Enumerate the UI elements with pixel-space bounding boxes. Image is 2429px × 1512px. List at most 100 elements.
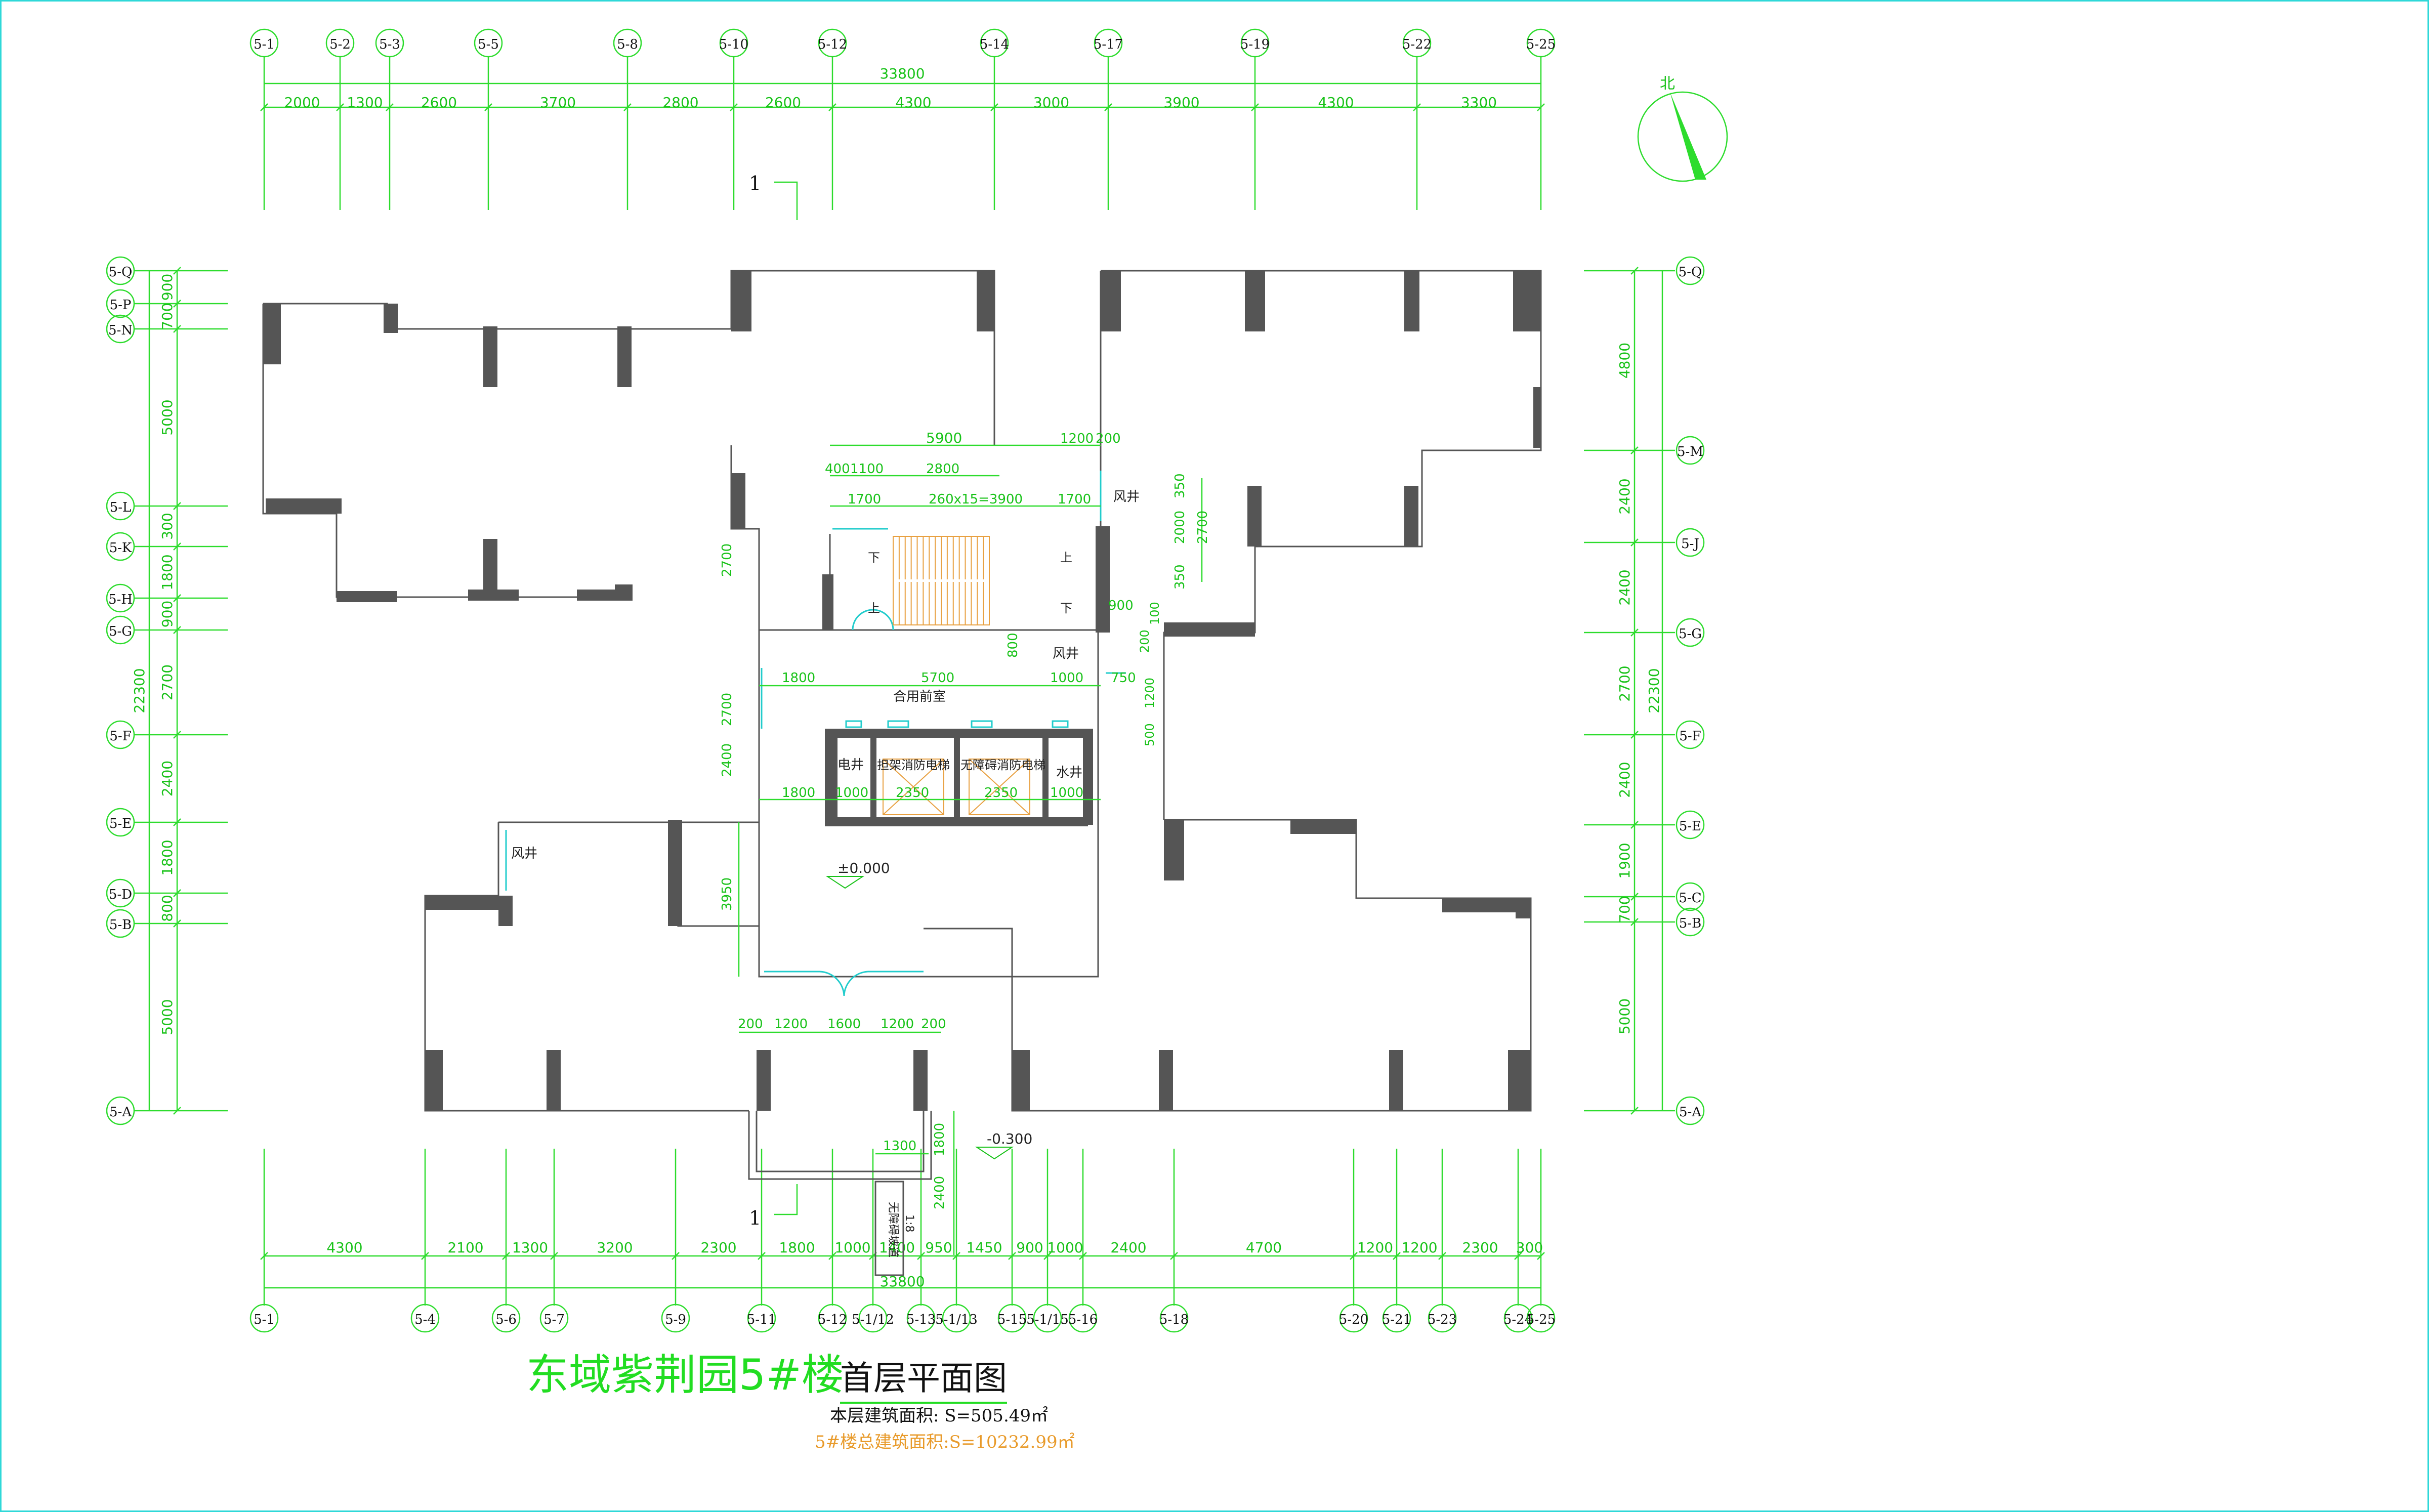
axis-top-5-1: 5-1: [249, 28, 279, 58]
axis-left-5-P: 5-P: [106, 289, 135, 318]
section-mark-top-label: 1: [749, 172, 761, 194]
room-vent-shaft-1: 风井: [1113, 489, 1140, 505]
dim-100: 100: [1148, 602, 1162, 625]
axis-left-5-K-label: 5-K: [109, 540, 132, 556]
dim-top-5: 2600: [765, 94, 801, 111]
dim-1700-right: 1700: [1058, 492, 1091, 507]
axis-left-5-G-label: 5-G: [109, 624, 132, 639]
room-shared-lobby: 合用前室: [893, 689, 946, 704]
dim-1000-c: 1000: [1050, 785, 1083, 801]
stair-up-label-2: 上: [1060, 551, 1072, 565]
axis-bottom-5-6: 5-6: [491, 1304, 521, 1333]
axis-top-5-5-label: 5-5: [478, 37, 499, 52]
level-ground: ±0.000: [837, 860, 890, 876]
dim-1100: 1100: [850, 461, 884, 477]
axis-bottom-5-9-label: 5-9: [665, 1312, 686, 1327]
stair-down-label: 下: [868, 551, 880, 565]
dim-b1200-b: 1200: [881, 1017, 914, 1032]
dim-500: 500: [1143, 723, 1157, 746]
left-axis-grid: 5-Q5-P5-N5-L5-K5-H5-G5-F5-E5-D5-B5-A2230…: [106, 256, 228, 1125]
axis-right-5-A-label: 5-A: [1679, 1105, 1702, 1120]
stair-down-label-2: 下: [1060, 601, 1072, 615]
axis-left-5-P-label: 5-P: [110, 298, 132, 313]
axis-bottom-5-18-label: 5-18: [1159, 1312, 1189, 1327]
stair-up-label: 上: [868, 601, 880, 615]
dim-900: 900: [1108, 598, 1134, 613]
dim-bottom-12: 2400: [1110, 1239, 1146, 1256]
axis-top-5-25-label: 5-25: [1526, 37, 1556, 52]
dim-left-1: 700: [159, 303, 176, 329]
axis-right-5-M-label: 5-M: [1677, 444, 1703, 459]
dim-bottom-13: 4700: [1246, 1239, 1282, 1256]
dim-top-9: 4300: [1318, 94, 1354, 111]
dim-right-7: 5000: [1616, 998, 1633, 1034]
north-arrow-pointer: [1670, 92, 1706, 180]
dim-bottom-2: 1300: [512, 1239, 548, 1256]
axis-right-5-Q-label: 5-Q: [1679, 265, 1702, 280]
dim-left-2: 5000: [159, 399, 176, 435]
axis-left-5-Q: 5-Q: [106, 256, 135, 285]
dim-left-0: 900: [159, 274, 176, 301]
axis-top-5-2: 5-2: [325, 28, 355, 58]
axis-top-5-17: 5-17: [1094, 28, 1123, 58]
axis-bottom-5-23-label: 5-23: [1428, 1312, 1457, 1327]
dim-b200-b: 200: [921, 1017, 946, 1032]
dim-750: 750: [1111, 670, 1136, 686]
dim-c2400: 2400: [932, 1176, 947, 1209]
north-label: 北: [1660, 75, 1675, 93]
axis-left-5-D: 5-D: [106, 878, 135, 908]
dim-left-7: 2400: [159, 761, 176, 796]
axis-left-5-N-label: 5-N: [108, 323, 133, 338]
axis-top-5-14-label: 5-14: [980, 37, 1009, 52]
dim-1200-v: 1200: [1143, 678, 1157, 708]
level-ground-mark: [825, 876, 865, 889]
dim-top-3: 3700: [540, 94, 576, 111]
axis-top-5-25: 5-25: [1526, 28, 1556, 58]
dim-1800-a: 1800: [782, 670, 815, 686]
dim-200-b: 200: [1138, 629, 1152, 653]
dim-top-1: 1300: [347, 94, 383, 111]
dim-bottom-6: 1000: [834, 1239, 870, 1256]
axis-top-5-2-label: 5-2: [329, 37, 351, 52]
dim-left-6: 2700: [159, 664, 176, 700]
room-vent-shaft-3: 风井: [511, 846, 537, 861]
axis-top-5-3-label: 5-3: [379, 37, 400, 52]
dim-left-5: 900: [159, 601, 176, 627]
axis-left-5-A-label: 5-A: [109, 1105, 132, 1120]
axis-bottom-5-4: 5-4: [410, 1304, 440, 1333]
axis-bottom-5-12: 5-12: [818, 1304, 847, 1333]
axis-right-5-Q: 5-Q: [1676, 256, 1705, 285]
axis-left-5-D-label: 5-D: [109, 887, 132, 902]
dim-800: 800: [1006, 633, 1021, 658]
axis-right-5-G-label: 5-G: [1679, 626, 1702, 642]
ramp-label: 无障碍坡道: [887, 1202, 899, 1257]
axis-bottom-5-9: 5-9: [661, 1304, 690, 1333]
dim-left-8: 1800: [159, 839, 176, 875]
dim-400: 400: [825, 461, 850, 477]
axis-left-5-L-label: 5-L: [110, 500, 132, 515]
dim-bottom-1: 2100: [447, 1239, 483, 1256]
dim-bottom-3: 3200: [597, 1239, 633, 1256]
dim-1000-a: 1000: [1050, 670, 1083, 686]
drawing-name: 首层平面图: [840, 1351, 1007, 1404]
dim-bottom-9: 1450: [966, 1239, 1002, 1256]
axis-right-5-B-label: 5-B: [1679, 916, 1701, 931]
dim-right-0: 4800: [1616, 343, 1633, 379]
elevators: [883, 759, 1030, 815]
axis-left-5-Q-label: 5-Q: [109, 265, 133, 280]
north-arrow: 北: [1637, 75, 1728, 182]
section-mark-bottom: 1: [749, 1184, 798, 1229]
axis-bottom-5-13: 5-13: [906, 1304, 936, 1333]
axis-bottom-5-7: 5-7: [539, 1304, 569, 1333]
dim-2700-c: 2700: [720, 543, 735, 577]
dim-200-top: 200: [1096, 431, 1121, 446]
axis-bottom-5-1/15: 5-1/15: [1026, 1304, 1069, 1333]
axis-top-5-17-label: 5-17: [1094, 37, 1123, 52]
dim-3950: 3950: [720, 877, 735, 911]
axis-bottom-5-4-label: 5-4: [414, 1312, 436, 1327]
axis-left-5-E: 5-E: [106, 808, 135, 837]
axis-right-5-C-label: 5-C: [1679, 891, 1701, 906]
dim-top-4: 2800: [662, 94, 698, 111]
